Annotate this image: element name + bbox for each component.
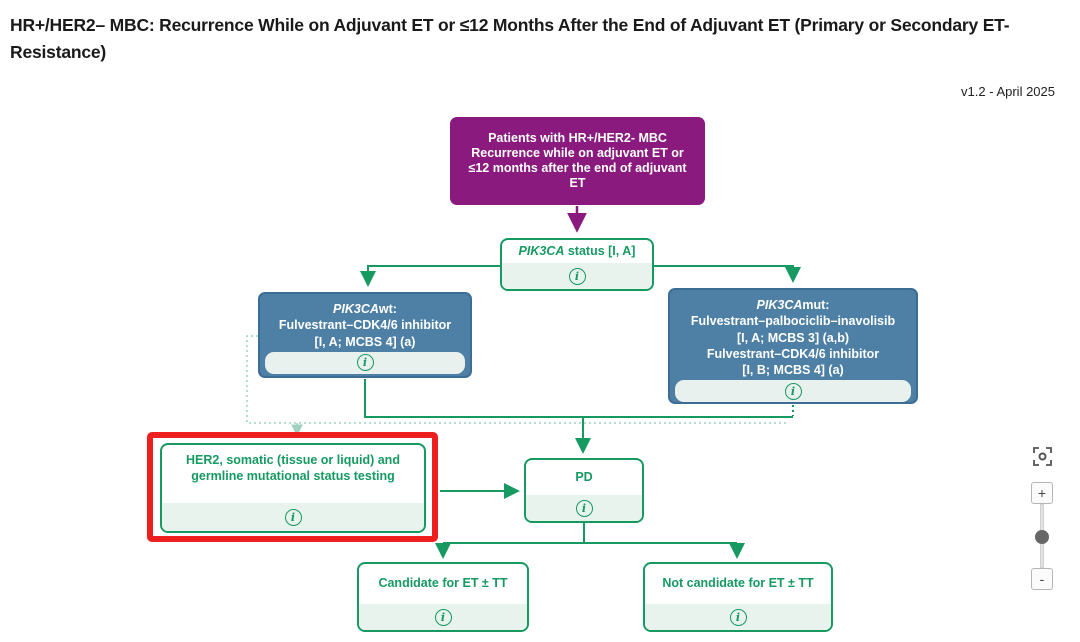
pd-box: PD i [524,458,644,523]
zoom-slider-handle[interactable] [1035,530,1049,544]
version-label: v1.2 - April 2025 [961,84,1055,99]
not-candidate-et-tt-text: Not candidate for ET ± TT [662,576,814,591]
not-candidate-info-strip: i [645,604,831,630]
pik3ca-mut-text: PIK3CAmut: Fulvestrant–palbociclib–inavo… [690,298,896,377]
candidate-info-strip: i [359,604,527,630]
mutational-testing-box: HER2, somatic (tissue or liquid) and ger… [160,443,426,533]
candidate-et-tt-box: Candidate for ET ± TT i [357,562,529,632]
pik3ca-status-info-strip: i [502,263,652,289]
fit-view-icon[interactable] [1030,444,1054,468]
highlight-rectangle [147,432,438,542]
mutational-testing-info-strip: i [162,503,424,531]
pik3ca-mut-info-strip: i [675,380,911,403]
pik3ca-mut-box: PIK3CAmut: Fulvestrant–palbociclib–inavo… [668,288,918,404]
zoom-slider [1031,504,1053,568]
zoom-out-button[interactable]: - [1031,568,1053,590]
pik3ca-status-box: PIK3CA status [I, A] i [500,238,654,291]
info-icon[interactable]: i [568,267,586,285]
candidate-et-tt-text: Candidate for ET ± TT [378,576,508,591]
mutational-testing-text: HER2, somatic (tissue or liquid) and ger… [186,453,400,483]
root-patients-text: Patients with HR+/HER2- MBC Recurrence w… [468,131,687,190]
info-icon[interactable]: i [784,382,802,400]
pd-info-strip: i [526,495,642,521]
info-icon[interactable]: i [434,608,452,626]
pik3ca-wt-box: PIK3CAwt: Fulvestrant–CDK4/6 inhibitor [… [258,292,472,378]
pik3ca-wt-info-strip: i [265,351,465,374]
zoom-in-button[interactable]: + [1031,482,1053,504]
info-icon[interactable]: i [729,608,747,626]
pik3ca-wt-text: PIK3CAwt: Fulvestrant–CDK4/6 inhibitor [… [278,302,452,349]
focus-reset-icon [1032,446,1052,466]
root-patients-box: Patients with HR+/HER2- MBC Recurrence w… [450,117,705,205]
pik3ca-status-text: PIK3CA status [I, A] [518,243,636,258]
not-candidate-et-tt-box: Not candidate for ET ± TT i [643,562,833,632]
zoom-controls: + - [1027,444,1055,590]
info-icon[interactable]: i [284,508,302,526]
pd-text: PD [575,469,593,484]
info-icon[interactable]: i [575,499,593,517]
info-icon[interactable]: i [356,354,374,372]
page-title: HR+/HER2– MBC: Recurrence While on Adjuv… [10,15,1010,63]
